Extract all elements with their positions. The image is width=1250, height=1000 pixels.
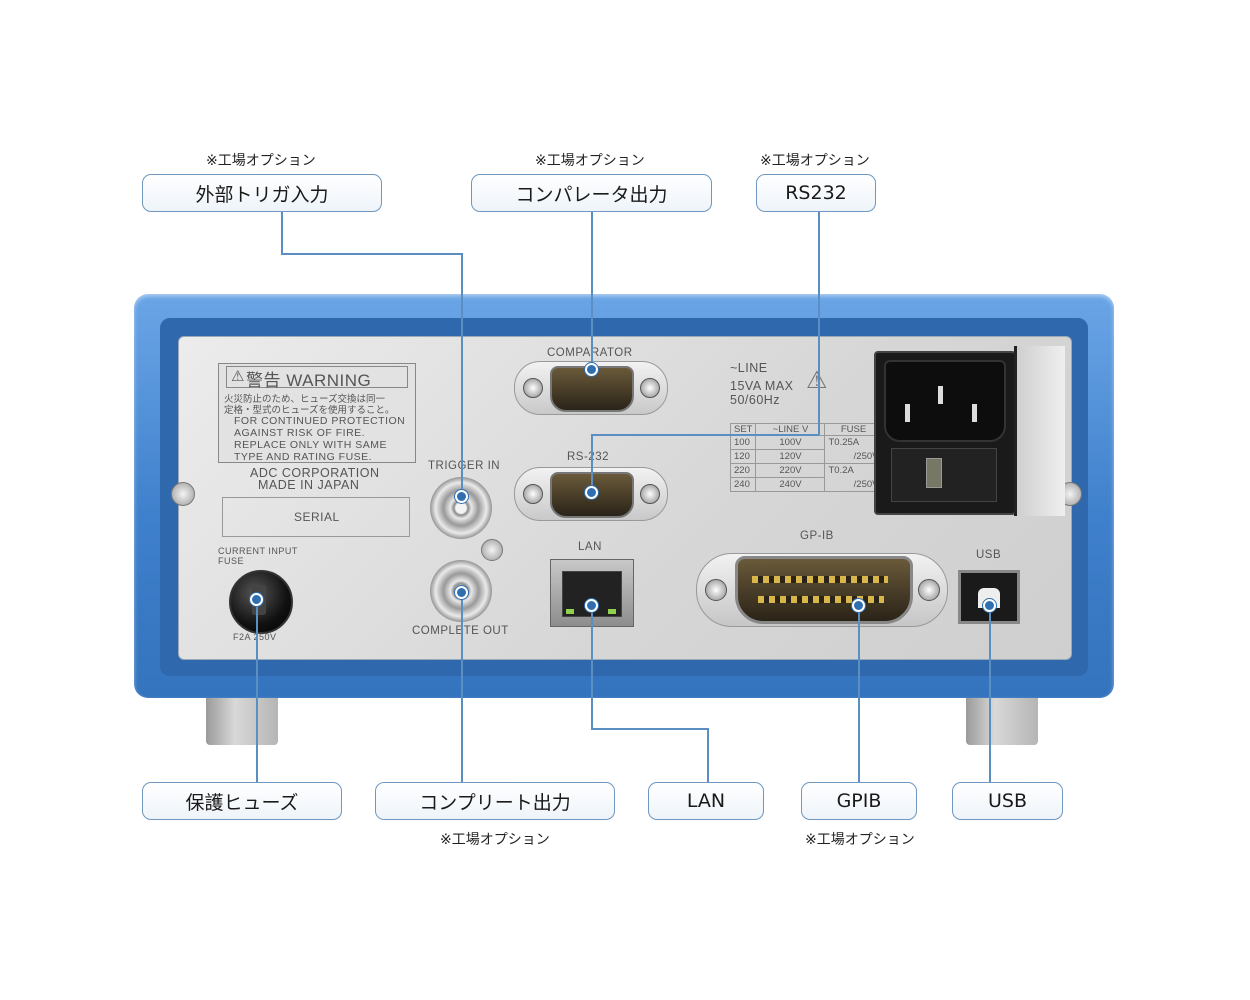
complete-marker-dot [455,586,468,599]
gpib-port[interactable] [735,556,913,624]
warning-title-box [226,366,408,388]
trigger-marker-dot [455,490,468,503]
table-cell: 240V [755,477,826,492]
rs232-screw-right [640,484,660,504]
serial-plate [222,497,410,537]
rs232-marker-dot [585,486,598,499]
made-in: MADE IN JAPAN [258,478,360,492]
comparator-screw-right [640,378,660,398]
warning-en-line3: REPLACE ONLY WITH SAME [234,439,387,451]
leader-trigger-h [281,253,462,255]
fuse-label-line2: FUSE [218,556,245,566]
leader-lan-v1 [591,605,593,729]
table-row: 220 220V T0.2A [729,463,883,478]
table-row: 120 120V /250V [729,449,883,464]
comparator-out-callout: コンパレータ出力 [471,174,712,212]
frequency: 50/60Hz [730,393,781,407]
gpib-pin-row-bottom [758,596,884,603]
leader-lan-h [591,728,708,730]
comparator-marker-dot [585,363,598,376]
table-cell: 240 [729,477,757,492]
warning-en-line4: TYPE AND RATING FUSE. [234,451,373,463]
gpib-pin-row-top [752,576,888,583]
fuse-label-line1: CURRENT INPUT [218,546,298,556]
caution-triangle-icon: ⚠ [806,367,829,394]
leader-rs232-h [591,434,819,436]
usb-label: USB [976,549,1002,561]
table-cell: 100 [729,435,757,450]
gpib-screw-right [918,579,940,601]
ac-inlet-socket[interactable] [884,360,1006,442]
rs232-label: RS-232 [567,451,609,463]
usb-callout: USB [952,782,1063,820]
gpib-marker-dot [852,599,865,612]
complete-out-callout: コンプリート出力 [375,782,615,820]
comparator-label: COMPARATOR [547,347,633,359]
warning-title: 警告 WARNING [246,371,372,390]
leader-fuse [256,598,258,782]
leader-rs232-v2 [591,434,593,492]
serial-label: SERIAL [294,510,340,524]
trigger-option-note: ※工場オプション [206,153,316,169]
complete-option-note: ※工場オプション [440,832,550,848]
protect-fuse-callout: 保護ヒューズ [142,782,342,820]
table-row: 100 100V T0.25A [729,435,883,450]
ac-pin-right [972,404,977,422]
ac-fuse-drawer[interactable] [891,448,997,502]
table-cell: 120V [755,449,826,464]
warning-jp-line2: 定格・型式のヒューズを使用すること。 [224,405,395,416]
fuse-marker-dot [250,593,263,606]
external-trigger-callout: 外部トリガ入力 [142,174,382,212]
warning-label [218,363,416,463]
warning-triangle-icon: ⚠ [231,368,245,385]
leader-gpib [858,605,860,782]
usb-marker-dot [983,599,996,612]
leader-rs232-v1 [818,212,820,435]
leader-usb [989,605,991,782]
table-cell: 220 [729,463,757,478]
comparator-port[interactable] [550,366,634,412]
leader-trigger-v2 [461,253,463,495]
fuse-rating: F2A 250V [233,632,277,642]
maker-name: ADC CORPORATION [250,466,380,480]
table-cell: 120 [729,449,757,464]
comparator-option-note: ※工場オプション [535,153,645,169]
table-cell: 100V [755,435,826,450]
left-screw [171,482,195,506]
table-row: 240 240V /250V [729,477,883,492]
lan-led-right [608,609,616,614]
gpib-screw-left [705,579,727,601]
trigger-in-label: TRIGGER IN [428,460,501,472]
leader-complete [461,592,463,782]
lan-callout: LAN [648,782,764,820]
lan-label: LAN [578,541,602,553]
gpib-callout: GPIB [801,782,917,820]
lan-marker-dot [585,599,598,612]
right-foot [966,690,1038,745]
line-label: ~LINE [730,361,768,375]
complete-out-label: COMPLETE OUT [412,625,509,637]
comparator-screw-left [523,378,543,398]
leader-trigger-v1 [281,212,283,254]
warning-en-line2: AGAINST RISK OF FIRE. [234,427,366,439]
left-foot [206,690,278,745]
ac-pin-center [938,386,943,404]
ac-fuse-window [926,458,942,488]
warning-jp-line1: 火災防止のため、ヒューズ交換は同一 [224,394,386,405]
panel-corner-plate [1014,346,1065,516]
lan-led-left [566,609,574,614]
table-cell: 220V [755,463,826,478]
gpib-option-note: ※工場オプション [805,832,915,848]
gpib-label: GP-IB [800,530,834,542]
voltage-table: SET ~LINE V FUSE 100 100V T0.25A 120 120… [729,423,883,492]
rs232-option-note: ※工場オプション [760,153,870,169]
leader-lan-v2 [707,728,709,782]
power-rating: 15VA MAX [730,379,794,393]
rs232-screw-left [523,484,543,504]
warning-en-line1: FOR CONTINUED PROTECTION [234,415,406,427]
ac-pin-left [905,404,910,422]
leader-comparator [591,212,593,368]
center-screw [481,539,503,561]
rs232-callout: RS232 [756,174,876,212]
